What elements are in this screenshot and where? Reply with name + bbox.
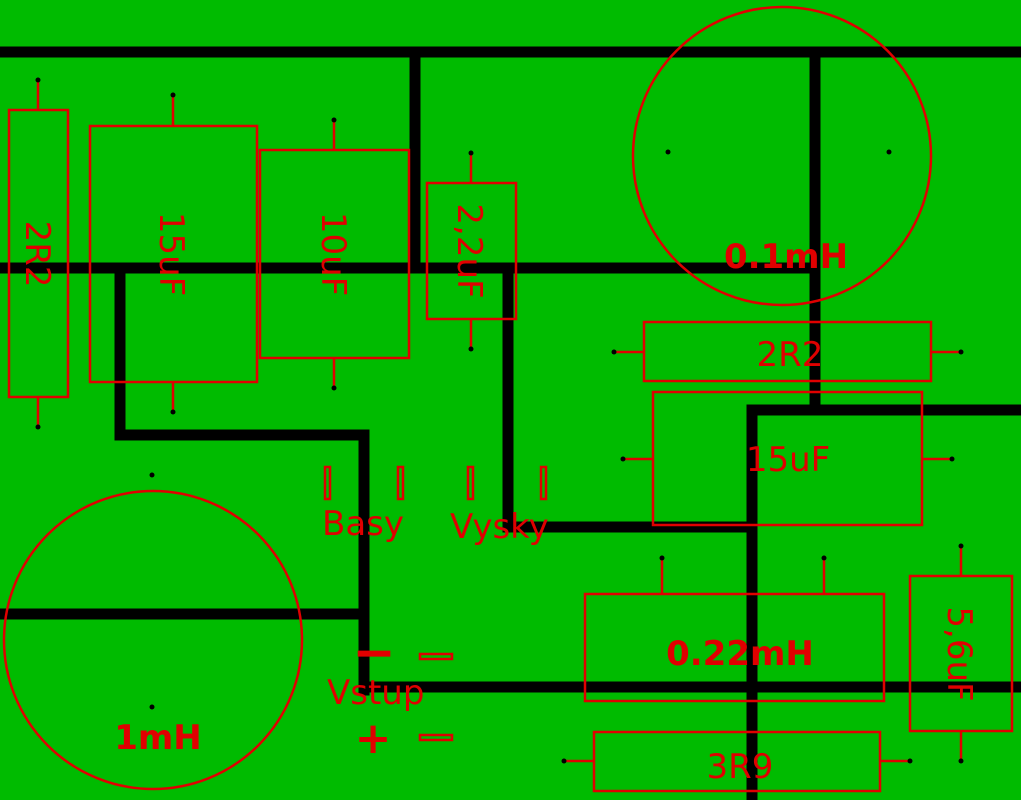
pad-vysky-2[interactable] bbox=[539, 465, 548, 501]
label-c-5-6uf: 5,6uF bbox=[939, 606, 979, 701]
label-vysky: Vysky bbox=[450, 507, 549, 547]
label-c-2-2uf: 2,2uF bbox=[449, 203, 489, 298]
trace-basy-path bbox=[114, 262, 370, 696]
trace-vysky-path bbox=[502, 262, 758, 533]
pad-basy-2[interactable] bbox=[396, 465, 405, 501]
label-minus: − bbox=[352, 623, 396, 683]
inductor-1mh[interactable] bbox=[2, 489, 304, 791]
label-l-0-22mh: 0.22mH bbox=[666, 634, 814, 674]
capacitor-15uf-left[interactable] bbox=[88, 95, 259, 412]
resistor-3r9[interactable] bbox=[564, 730, 910, 793]
pad-input-plus[interactable] bbox=[418, 733, 454, 742]
label-c-15uf-left: 15uF bbox=[151, 212, 191, 296]
label-r-right-top: 2R2 bbox=[757, 335, 824, 375]
capacitor-15uf-right[interactable] bbox=[623, 390, 952, 527]
resistor-2r2-left[interactable] bbox=[7, 80, 70, 427]
trace-right-vertical bbox=[746, 404, 1021, 800]
label-l-0-1mh: 0.1mH bbox=[724, 237, 848, 277]
silkscreen bbox=[2, 5, 1014, 793]
label-c-10uf: 10uF bbox=[313, 212, 353, 296]
pad-basy-1[interactable] bbox=[323, 465, 332, 501]
drill-holes bbox=[35, 77, 964, 764]
inductor-0-1mh[interactable] bbox=[631, 5, 933, 307]
label-plus: + bbox=[355, 713, 392, 764]
resistor-2r2-right[interactable] bbox=[614, 320, 961, 383]
pad-vysky-1[interactable] bbox=[466, 465, 475, 501]
traces bbox=[0, 46, 1021, 800]
capacitor-10uf[interactable] bbox=[258, 120, 411, 388]
label-vstup: Vstup bbox=[327, 673, 424, 713]
label-l-1mh: 1mH bbox=[114, 718, 202, 758]
label-c-15uf-right: 15uF bbox=[746, 440, 830, 480]
capacitor-5-6uf[interactable] bbox=[908, 546, 1014, 761]
label-r-3r9: 3R9 bbox=[707, 747, 774, 787]
pad-input-minus[interactable] bbox=[418, 652, 454, 661]
label-basy: Basy bbox=[322, 504, 404, 544]
label-r-left: 2R2 bbox=[17, 221, 57, 288]
capacitor-2-2uf[interactable] bbox=[425, 153, 518, 349]
inductor-0-22mh[interactable] bbox=[583, 558, 886, 703]
